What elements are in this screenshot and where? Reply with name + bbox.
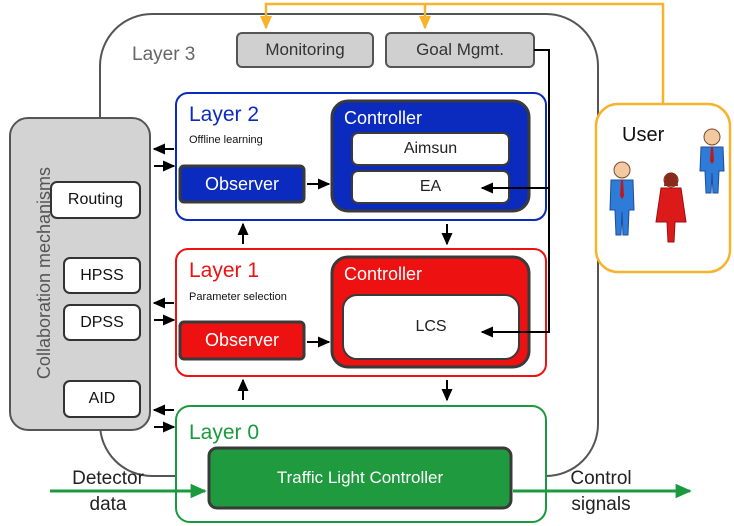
control-arrows [152,49,550,433]
hpss-label: HPSS [80,266,124,284]
hpss-box [63,257,141,294]
detector-data-label: Detector data [72,468,144,515]
monitoring-label: Monitoring [265,40,345,59]
lcs-label: LCS [415,318,447,335]
layer3-label: Layer 3 [132,44,196,65]
layer2-observer-box [178,164,306,204]
layer2-observer-label: Observer [204,173,280,194]
aid-item[interactable]: AID [64,381,140,417]
layer2-observer[interactable]: Observer [180,166,304,202]
tlc-label: Traffic Light Controller [276,468,444,487]
layer1-observer-box [178,320,306,361]
layer1-subtitle: Parameter selection [189,291,287,303]
monitoring-button[interactable]: Monitoring [237,33,373,67]
routing-label: Routing [67,191,124,208]
lcs-box [342,294,520,360]
routing-box [50,181,141,219]
male-user-icon [699,128,725,194]
control-signals-label: Control signals [570,468,632,515]
layer2-subtitle: Offline learning [189,134,263,146]
user-figures-icon [609,128,725,243]
male-user-icon [609,161,635,236]
aimsun-module[interactable]: Aimsun [352,133,509,165]
layer1-controller-label: Controller [344,264,423,284]
routing-item[interactable]: Routing [51,182,140,218]
user-label: User [622,124,665,146]
layer2-controller-label: Controller [344,108,423,128]
tlc-box [207,446,513,510]
dpss-item[interactable]: DPSS [64,305,140,340]
aid-label: AID [88,390,116,407]
layer0-title: Layer 0 [189,421,260,444]
aid-box [63,380,141,418]
aimsun-label: Aimsun [403,140,458,157]
user-connection-lines [260,2,665,104]
aimsun-box [351,132,510,166]
layer1-observer-label: Observer [204,330,280,350]
layer1-title: Layer 1 [189,259,260,282]
traffic-light-controller[interactable]: Traffic Light Controller [209,448,511,508]
monitoring-box [236,32,374,68]
dpss-label: DPSS [80,313,124,331]
ea-module[interactable]: EA [352,171,509,203]
collaboration-title: Collaboration mechanisms [33,166,54,380]
layer1-observer[interactable]: Observer [180,322,304,359]
layer2-title: Layer 2 [189,103,260,126]
goal-mgmt-label: Goal Mgmt. [416,40,504,59]
ea-label: EA [419,178,442,195]
female-user-icon [655,172,687,243]
lcs-module[interactable]: LCS [343,295,519,359]
dpss-box [63,304,141,341]
goal-mgmt-button[interactable]: Goal Mgmt. [386,33,534,67]
hpss-item[interactable]: HPSS [64,258,140,293]
